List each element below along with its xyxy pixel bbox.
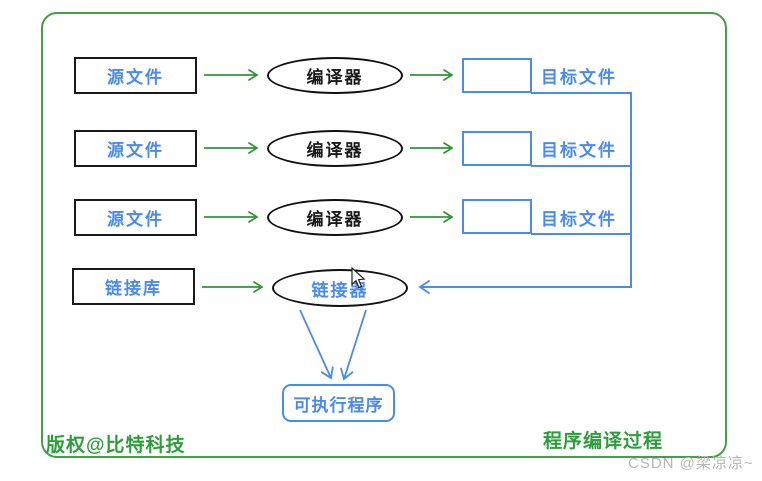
compiler-label-3: 编译器 [306, 210, 364, 229]
compiler-label-1: 编译器 [306, 68, 364, 87]
csdn-watermark: CSDN @梁凉凉~ [628, 455, 754, 472]
object-file-box-3 [462, 199, 532, 234]
link-library-box: 链接库 [72, 268, 195, 305]
compiler-ellipse-2: 编译器 [267, 130, 403, 167]
arrow-linker-to-executable-right [340, 309, 367, 381]
object-file-label-3: 目标文件 [541, 209, 617, 229]
copyright-text: 版权@比特科技 [46, 435, 186, 456]
object-file-box-1 [462, 58, 532, 93]
source-file-label-2: 源文件 [107, 141, 164, 160]
source-file-box-1: 源文件 [74, 57, 197, 94]
compiler-ellipse-3: 编译器 [267, 199, 403, 236]
compiler-label-2: 编译器 [306, 141, 364, 160]
executable-program-label: 可执行程序 [293, 395, 384, 415]
source-file-box-2: 源文件 [74, 130, 197, 167]
diagram-frame-border [41, 12, 727, 458]
executable-program-box: 可执行程序 [282, 384, 395, 422]
diagram-title: 程序编译过程 [543, 431, 664, 452]
mouse-cursor [351, 266, 366, 289]
source-file-label-3: 源文件 [107, 210, 164, 229]
object-file-label-2: 目标文件 [541, 140, 617, 160]
object-file-label-1: 目标文件 [541, 67, 617, 87]
connector-objects-to-linker [418, 92, 632, 294]
linker-label: 链接器 [311, 280, 369, 300]
object-file-box-2 [462, 131, 532, 166]
source-file-label-1: 源文件 [107, 68, 164, 87]
linker-ellipse: 链接器 [272, 269, 408, 307]
arrow-linker-to-executable-left [299, 309, 334, 380]
source-file-box-3: 源文件 [74, 199, 197, 236]
link-library-label: 链接库 [105, 279, 162, 298]
compiler-ellipse-1: 编译器 [267, 57, 403, 94]
